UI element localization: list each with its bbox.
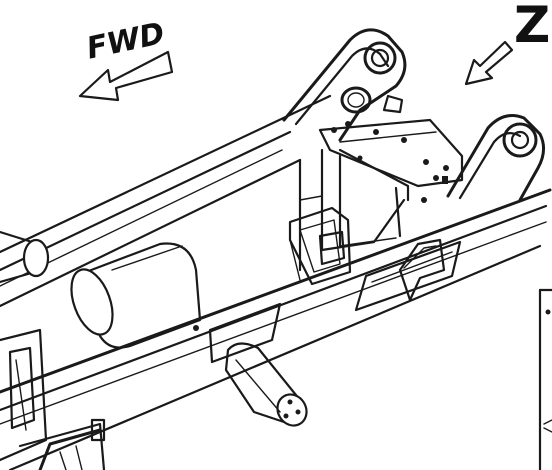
view-label-z: Z [514, 0, 550, 54]
cross-tube [70, 242, 202, 349]
top-cross-plate [318, 118, 464, 203]
left-pivot-bracket [282, 28, 407, 142]
rail-windows [208, 238, 462, 364]
detail-inset-box [538, 288, 552, 470]
lower-side-rail [0, 188, 552, 470]
forward-arrow-icon [78, 50, 174, 102]
left-cylinder [0, 230, 50, 284]
lower-left-structure [0, 328, 106, 470]
axle-spindle [224, 342, 308, 427]
view-direction-arrow-icon [464, 40, 514, 86]
center-box-section [298, 148, 406, 272]
center-hitch-clevis [288, 206, 352, 286]
right-pivot-bracket [446, 114, 545, 202]
upper-side-rail [0, 94, 332, 308]
